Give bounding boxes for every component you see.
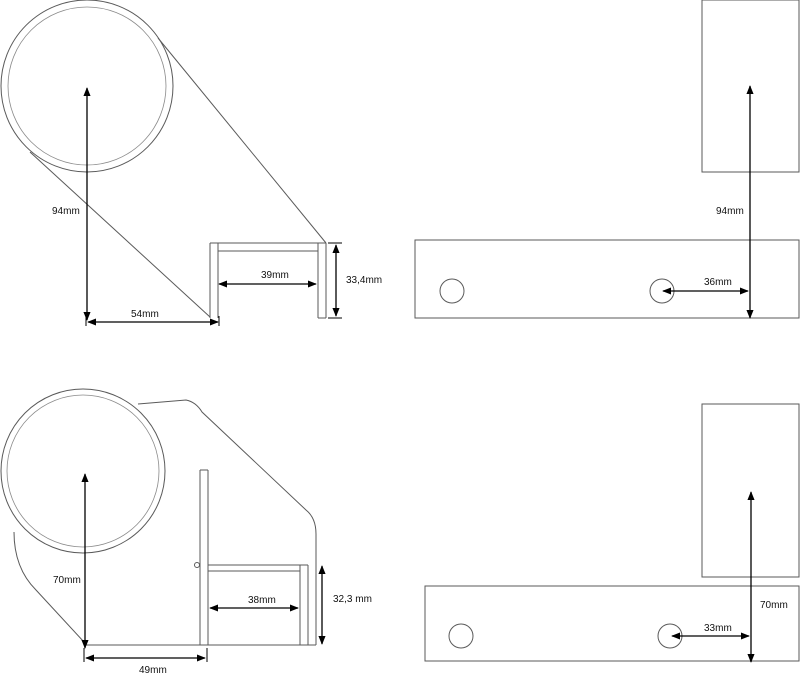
tube-outer-circle <box>0 388 166 554</box>
dimension-offset-label: 33mm <box>704 623 732 634</box>
mounting-hole <box>439 278 465 304</box>
clamp-upper-edge <box>157 37 327 244</box>
clamp-lower-outline <box>13 531 85 643</box>
view-bottom-right: 70mm 33mm <box>424 403 800 663</box>
mounting-hole <box>448 623 474 649</box>
dimension-height-label: 94mm <box>716 206 744 217</box>
view-top-right: 94mm 36mm <box>414 0 800 319</box>
dimension-thickness-label: 33,4mm <box>346 275 382 286</box>
clamp-lower-edge <box>29 151 211 318</box>
dimension-base-label: 54mm <box>131 309 159 320</box>
view-bottom-left: 70mm 49mm 38mm 32,3 mm <box>0 388 372 676</box>
tube-inner-circle <box>6 394 160 548</box>
view-top-left: 94mm 54mm 39mm 33,4mm <box>0 0 382 326</box>
clamp-upper-outline <box>137 399 317 645</box>
dimension-offset-label: 36mm <box>704 277 732 288</box>
dimension-thickness-label: 32,3 mm <box>333 594 372 605</box>
dimension-inner-label: 39mm <box>261 270 289 281</box>
dimension-inner-label: 38mm <box>248 595 276 606</box>
dimension-base-label: 49mm <box>139 665 167 676</box>
dimension-height-label: 94mm <box>52 206 80 217</box>
dimension-height-label: 70mm <box>53 575 81 586</box>
dimension-height-label: 70mm <box>760 600 788 611</box>
pin-detail <box>194 562 200 568</box>
flange-plate-rect <box>424 585 800 662</box>
flange-plate-rect <box>414 239 800 319</box>
